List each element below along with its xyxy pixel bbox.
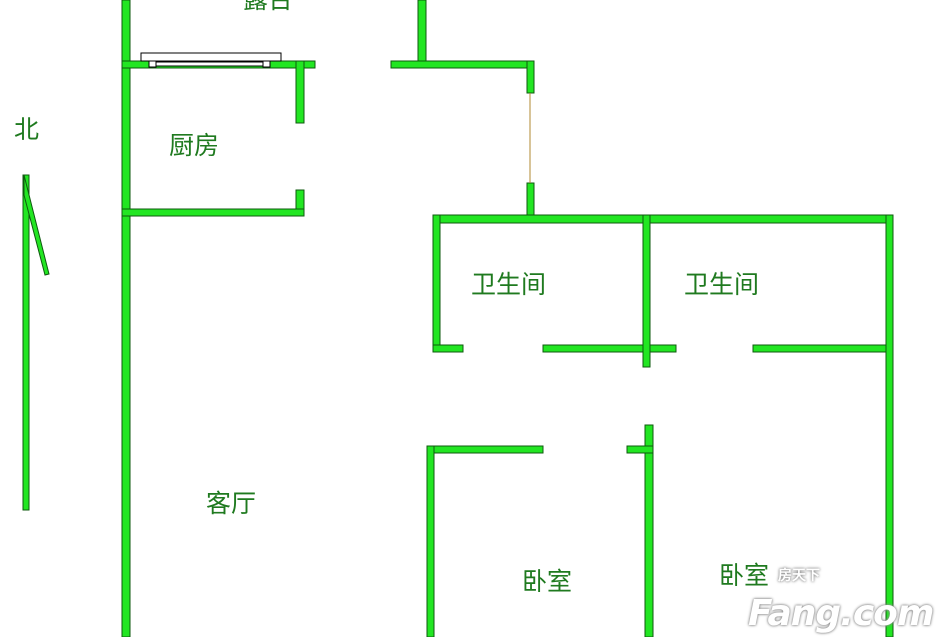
compass-north-label: 北 xyxy=(14,115,40,144)
wall-bath-left xyxy=(432,214,441,353)
room-label-bedroom1: 卧室 xyxy=(522,567,573,596)
wall-kitchen-bottom xyxy=(121,208,305,217)
wall-right-outer xyxy=(885,214,894,637)
wall-bath-divider xyxy=(642,214,651,368)
room-label-kitchen: 厨房 xyxy=(169,131,220,160)
kitchen-window xyxy=(140,52,282,68)
wall-balcony-right xyxy=(417,0,427,69)
wall-bath-top xyxy=(432,214,894,224)
wall-bedroom1-top xyxy=(426,445,544,454)
watermark-cn: 房天下 xyxy=(778,568,820,584)
wall-entry-top xyxy=(390,60,535,69)
walls xyxy=(121,0,894,637)
room-label-living: 客厅 xyxy=(206,489,257,518)
watermark-en: Fang.com xyxy=(748,593,934,634)
wall-bedroom-divider xyxy=(644,424,654,637)
wall-bath1-bottom-left xyxy=(432,344,464,353)
wall-left-outer xyxy=(121,0,131,637)
wall-kitchen-right-upper xyxy=(295,60,305,124)
wall-entry-right-upper xyxy=(526,60,535,94)
room-label-bedroom2: 卧室 xyxy=(719,561,770,590)
wall-bedroom1-left xyxy=(426,445,435,637)
room-label-bath1: 卫生间 xyxy=(471,270,547,299)
wall-bath2-bottom-right xyxy=(752,344,894,353)
wall-bedroom-stub xyxy=(626,445,654,454)
wall-entry-right-lower xyxy=(526,182,535,219)
wall-bath-bottom-mid xyxy=(542,344,677,353)
north-arrow-icon xyxy=(22,174,50,511)
room-label-balcony: 露台 xyxy=(243,0,293,14)
room-label-bath2: 卫生间 xyxy=(684,270,760,299)
